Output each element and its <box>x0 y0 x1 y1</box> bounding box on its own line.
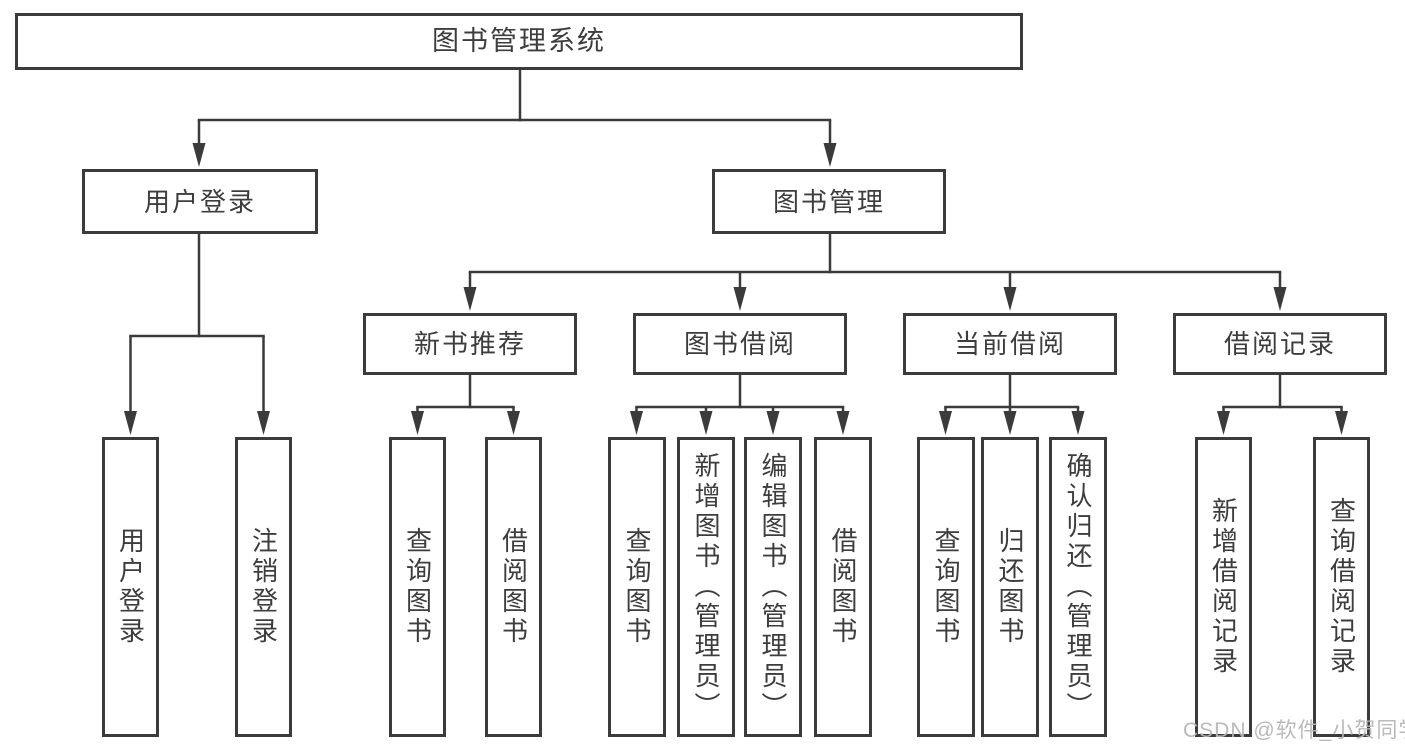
node-leaf-query-book-3: 查询图书 <box>917 437 975 737</box>
node-leaf-query-book-1: 查询图书 <box>389 437 446 737</box>
node-label-leaf-query-book-3: 查询图书 <box>931 527 961 647</box>
node-leaf-logout: 注销登录 <box>235 437 292 737</box>
node-label-leaf-add-borrow-record: 新增借阅记录 <box>1208 497 1239 677</box>
node-label-leaf-query-book-2: 查询图书 <box>622 527 652 647</box>
node-leaf-query-book-2: 查询图书 <box>608 437 666 737</box>
node-label-leaf-borrow-book-2: 借阅图书 <box>828 527 858 647</box>
node-current-borrowing: 当前借阅 <box>903 313 1117 375</box>
node-label-current-borrowing: 当前借阅 <box>953 329 1066 359</box>
node-leaf-edit-book-admin: 编辑图书（管理员） <box>744 437 802 737</box>
node-leaf-confirm-return-admin: 确认归还（管理员） <box>1049 437 1107 737</box>
node-leaf-return-book: 归还图书 <box>981 437 1039 737</box>
node-leaf-borrow-book-1: 借阅图书 <box>485 437 542 737</box>
node-label-leaf-borrow-book-1: 借阅图书 <box>498 527 529 647</box>
node-label-book-management: 图书管理 <box>772 186 885 217</box>
node-label-leaf-logout: 注销登录 <box>248 527 279 647</box>
node-leaf-query-borrow-record: 查询借阅记录 <box>1313 437 1370 737</box>
node-book-borrowing: 图书借阅 <box>633 313 847 375</box>
node-book-management: 图书管理 <box>712 169 946 234</box>
watermark: CSDN @软件_小贺同学 <box>1183 719 1405 742</box>
node-label-book-borrowing: 图书借阅 <box>683 329 796 359</box>
node-label-leaf-query-book-1: 查询图书 <box>402 527 433 647</box>
node-label-user-login: 用户登录 <box>143 186 256 217</box>
node-label-leaf-confirm-return-admin: 确认归还（管理员） <box>1063 452 1093 722</box>
node-new-book-recommend: 新书推荐 <box>363 313 577 375</box>
node-label-leaf-return-book: 归还图书 <box>995 527 1025 647</box>
node-label-leaf-add-book-admin: 新增图书（管理员） <box>691 452 721 722</box>
node-leaf-add-book-admin: 新增图书（管理员） <box>677 437 735 737</box>
node-leaf-add-borrow-record: 新增借阅记录 <box>1195 437 1252 737</box>
node-label-new-book-recommend: 新书推荐 <box>413 329 526 359</box>
node-borrowing-records: 借阅记录 <box>1173 313 1387 375</box>
node-label-borrowing-records: 借阅记录 <box>1223 329 1336 359</box>
node-leaf-borrow-book-2: 借阅图书 <box>814 437 872 737</box>
node-label-leaf-edit-book-admin: 编辑图书（管理员） <box>758 452 788 722</box>
node-label-root: 图书管理系统 <box>432 26 606 56</box>
node-label-leaf-query-borrow-record: 查询借阅记录 <box>1326 497 1357 677</box>
node-user-login: 用户登录 <box>82 169 318 234</box>
node-leaf-user-login: 用户登录 <box>102 437 159 737</box>
node-label-leaf-user-login: 用户登录 <box>115 527 146 647</box>
node-root: 图书管理系统 <box>15 13 1023 70</box>
